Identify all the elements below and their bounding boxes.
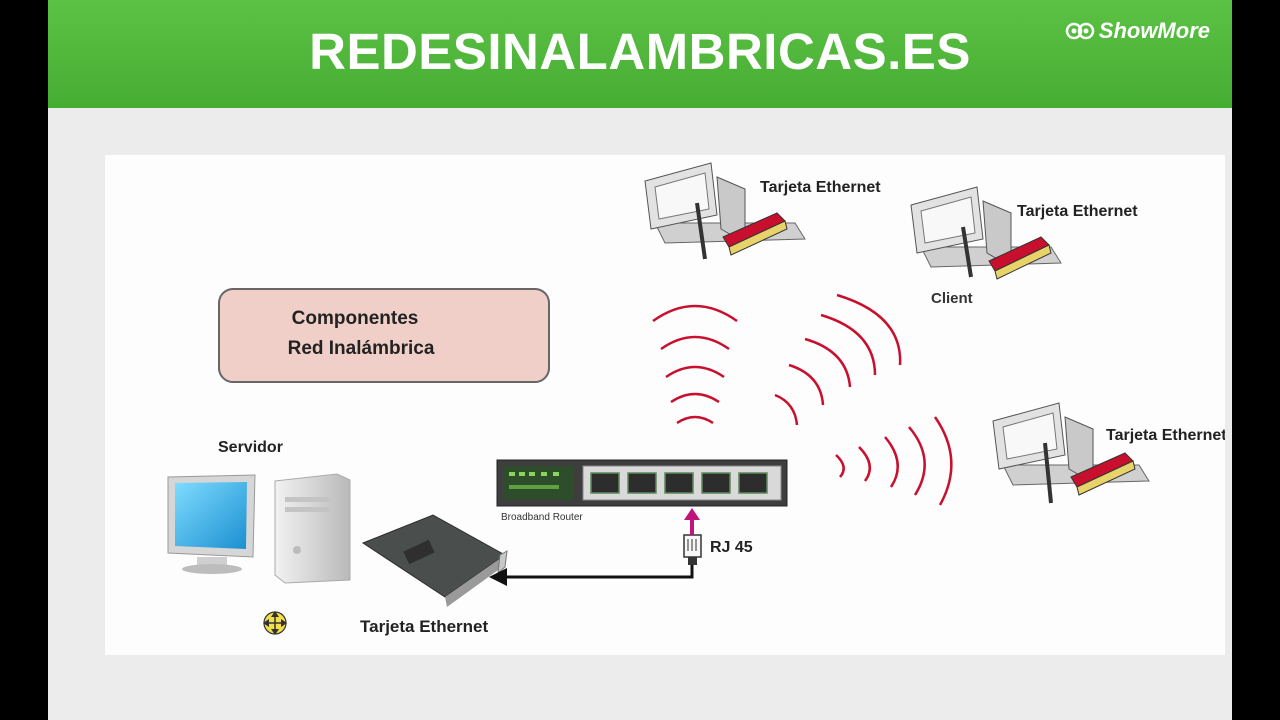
client-computer-3 [992, 402, 1150, 504]
router-label: Broadband Router [501, 512, 583, 523]
server-card-label: Tarjeta Ethernet [360, 617, 489, 636]
server-monitor [167, 474, 256, 574]
client-computer-2 [910, 186, 1062, 280]
showmore-logo: ShowMore [1065, 18, 1210, 44]
broadband-router [496, 459, 788, 507]
logo-text: ShowMore [1098, 18, 1210, 43]
client-3-card-label: Tarjeta Ethernet [1106, 427, 1225, 444]
header-bar: REDESINALAMBRICAS.ES ShowMore [48, 0, 1232, 108]
components-title-box: Componentes Red Inalámbrica [218, 288, 550, 383]
title-box-line2: Red Inalámbrica [288, 338, 435, 359]
title-box-line1: Componentes [292, 308, 419, 329]
rj45-connector [683, 534, 702, 565]
wireless-waves-middle [774, 293, 902, 426]
client-1-card-label: Tarjeta Ethernet [760, 179, 881, 196]
header-title: REDESINALAMBRICAS.ES [309, 23, 971, 80]
move-cursor-icon [263, 611, 287, 635]
cable-arrow [489, 565, 694, 586]
server-tower [274, 473, 351, 584]
rj45-label: RJ 45 [710, 539, 753, 556]
client-computer-1 [644, 162, 806, 260]
network-diagram: Componentes Red Inalámbrica Servidor [105, 155, 1227, 655]
server-ethernet-card [361, 514, 508, 607]
mask-icon [1065, 22, 1095, 40]
slide-frame: REDESINALAMBRICAS.ES ShowMore [48, 0, 1232, 720]
client-2-card-label: Tarjeta Ethernet [1017, 203, 1138, 220]
client-2-sub-label: Client [931, 290, 973, 307]
rj45-up-arrow [684, 508, 700, 535]
server-label: Servidor [218, 439, 283, 456]
wireless-waves-top [652, 304, 738, 425]
wireless-waves-right [835, 416, 953, 506]
